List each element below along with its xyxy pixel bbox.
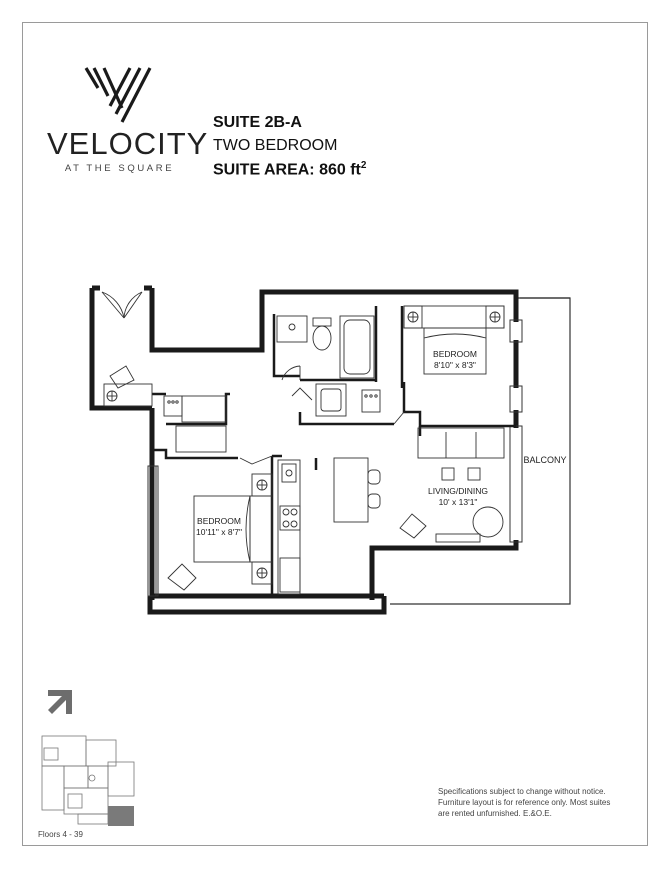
- key-plan-highlight: [108, 806, 134, 826]
- room-bedroom-main-name: BEDROOM: [433, 349, 477, 359]
- kitchen: [277, 457, 381, 595]
- suite-area: SUITE AREA: 860 ft2: [213, 160, 366, 179]
- room-living-size: 10' x 13'1": [438, 497, 478, 507]
- room-bedroom-main: BEDROOM 8'10" x 8'3": [424, 349, 486, 371]
- room-bedroom-second-size: 10'11" x 8'7": [196, 527, 242, 537]
- laundry-closet: [291, 383, 405, 425]
- disclaimer-line: Specifications subject to change without…: [438, 787, 606, 796]
- suite-id: SUITE 2B-A: [213, 114, 302, 131]
- brand-name: VELOCITY: [47, 126, 209, 161]
- brand-tagline: AT THE SQUARE: [64, 163, 175, 174]
- bedroom-main-furniture: [403, 305, 505, 375]
- disclaimer-line: Furniture layout is for reference only. …: [438, 798, 611, 807]
- key-plan: [41, 735, 135, 826]
- suite-area-exponent: 2: [360, 160, 367, 171]
- north-east-arrow-icon: [48, 690, 72, 714]
- floors-label: Floors 4 - 39: [38, 830, 83, 839]
- foyer-furniture: [103, 365, 227, 453]
- room-bedroom-main-size: 8'10" x 8'3": [434, 360, 476, 370]
- room-balcony: BALCONY: [523, 455, 567, 465]
- suite-area-label: SUITE AREA: 860 ft: [213, 161, 361, 179]
- room-living-name: LIVING/DINING: [428, 486, 488, 496]
- page-border: [22, 22, 648, 846]
- windows: [147, 319, 523, 597]
- bathroom-fixtures: [276, 315, 375, 381]
- entry-door: [101, 291, 143, 319]
- suite-type: TWO BEDROOM: [213, 137, 338, 154]
- room-bedroom-second: BEDROOM 10'11" x 8'7": [188, 516, 250, 538]
- disclaimer: Specifications subject to change without…: [438, 786, 653, 819]
- room-living: LIVING/DINING 10' x 13'1": [418, 486, 498, 508]
- balcony-outline: [390, 297, 571, 605]
- room-bedroom-second-name: BEDROOM: [197, 516, 241, 526]
- living-furniture: [399, 427, 505, 543]
- disclaimer-line: are rented unfurnished. E.&O.E.: [438, 809, 552, 818]
- velocity-logo-mark: [84, 67, 152, 123]
- bedroom-second-furniture: [167, 455, 273, 591]
